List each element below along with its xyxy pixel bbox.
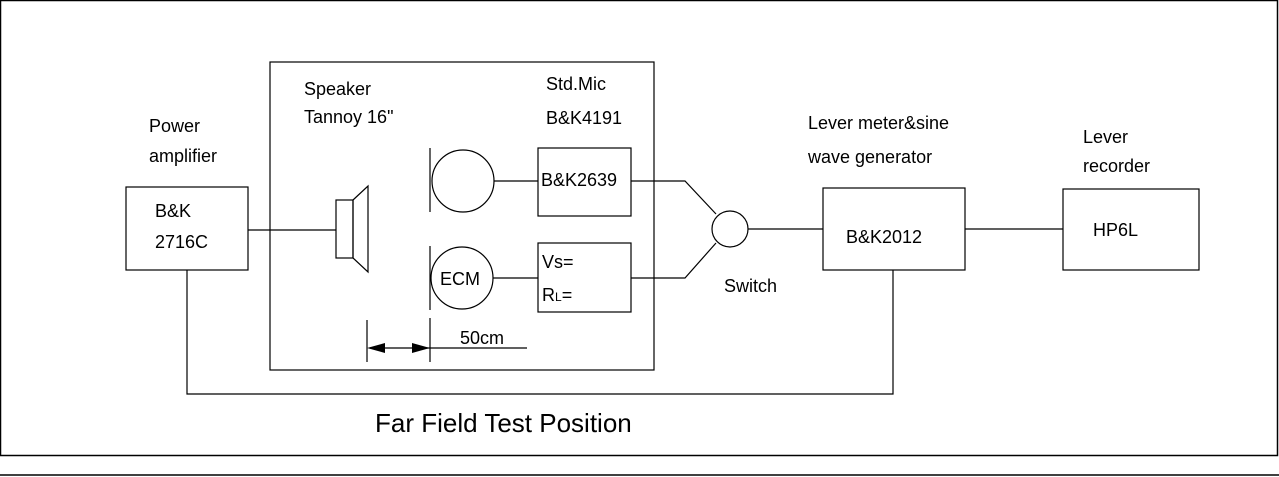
power-amplifier-box [125,186,249,271]
recorder-label-line1: Lever [1083,127,1128,147]
power-amplifier-label-line2: amplifier [149,146,217,166]
power-amplifier-box-line1: B&K [155,201,191,221]
recorder-label-line2: recorder [1083,156,1150,176]
distance-label: 50cm [460,328,504,348]
distance-arrow [367,343,527,353]
speaker-icon [335,184,369,274]
power-amplifier-box-line2: 2716C [155,232,208,252]
ecm-label: ECM [440,269,480,289]
ecm-box-to-switch-wire [631,242,717,279]
switch-icon [711,210,749,248]
hp6l-label: HP6L [1093,220,1138,240]
test-chamber-box [269,61,655,371]
std-mic-icon [431,149,495,213]
diagram-caption: Far Field Test Position [375,408,632,438]
switch-label: Switch [724,276,777,296]
bk2012-label: B&K2012 [846,227,922,247]
feedback-loop-wire [186,270,894,395]
rl-label: RL= [542,285,572,305]
level-meter-label-line1: Lever meter&sine [808,113,949,133]
std-mic-label-line2: B&K4191 [546,108,622,128]
power-amplifier-label-line1: Power [149,116,200,136]
bk2639-label: B&K2639 [541,170,617,190]
bk2639-box [537,147,632,217]
vs-label: Vs= [542,252,574,272]
std-mic-label-line1: Std.Mic [546,74,606,94]
hp6l-box [1062,188,1200,271]
outer-frame [0,0,1279,457]
speaker-label-line2: Tannoy 16" [304,107,393,127]
bk2639-to-switch-wire [631,180,717,215]
speaker-label-line1: Speaker [304,79,371,99]
level-meter-label-line2: wave generator [807,147,932,167]
